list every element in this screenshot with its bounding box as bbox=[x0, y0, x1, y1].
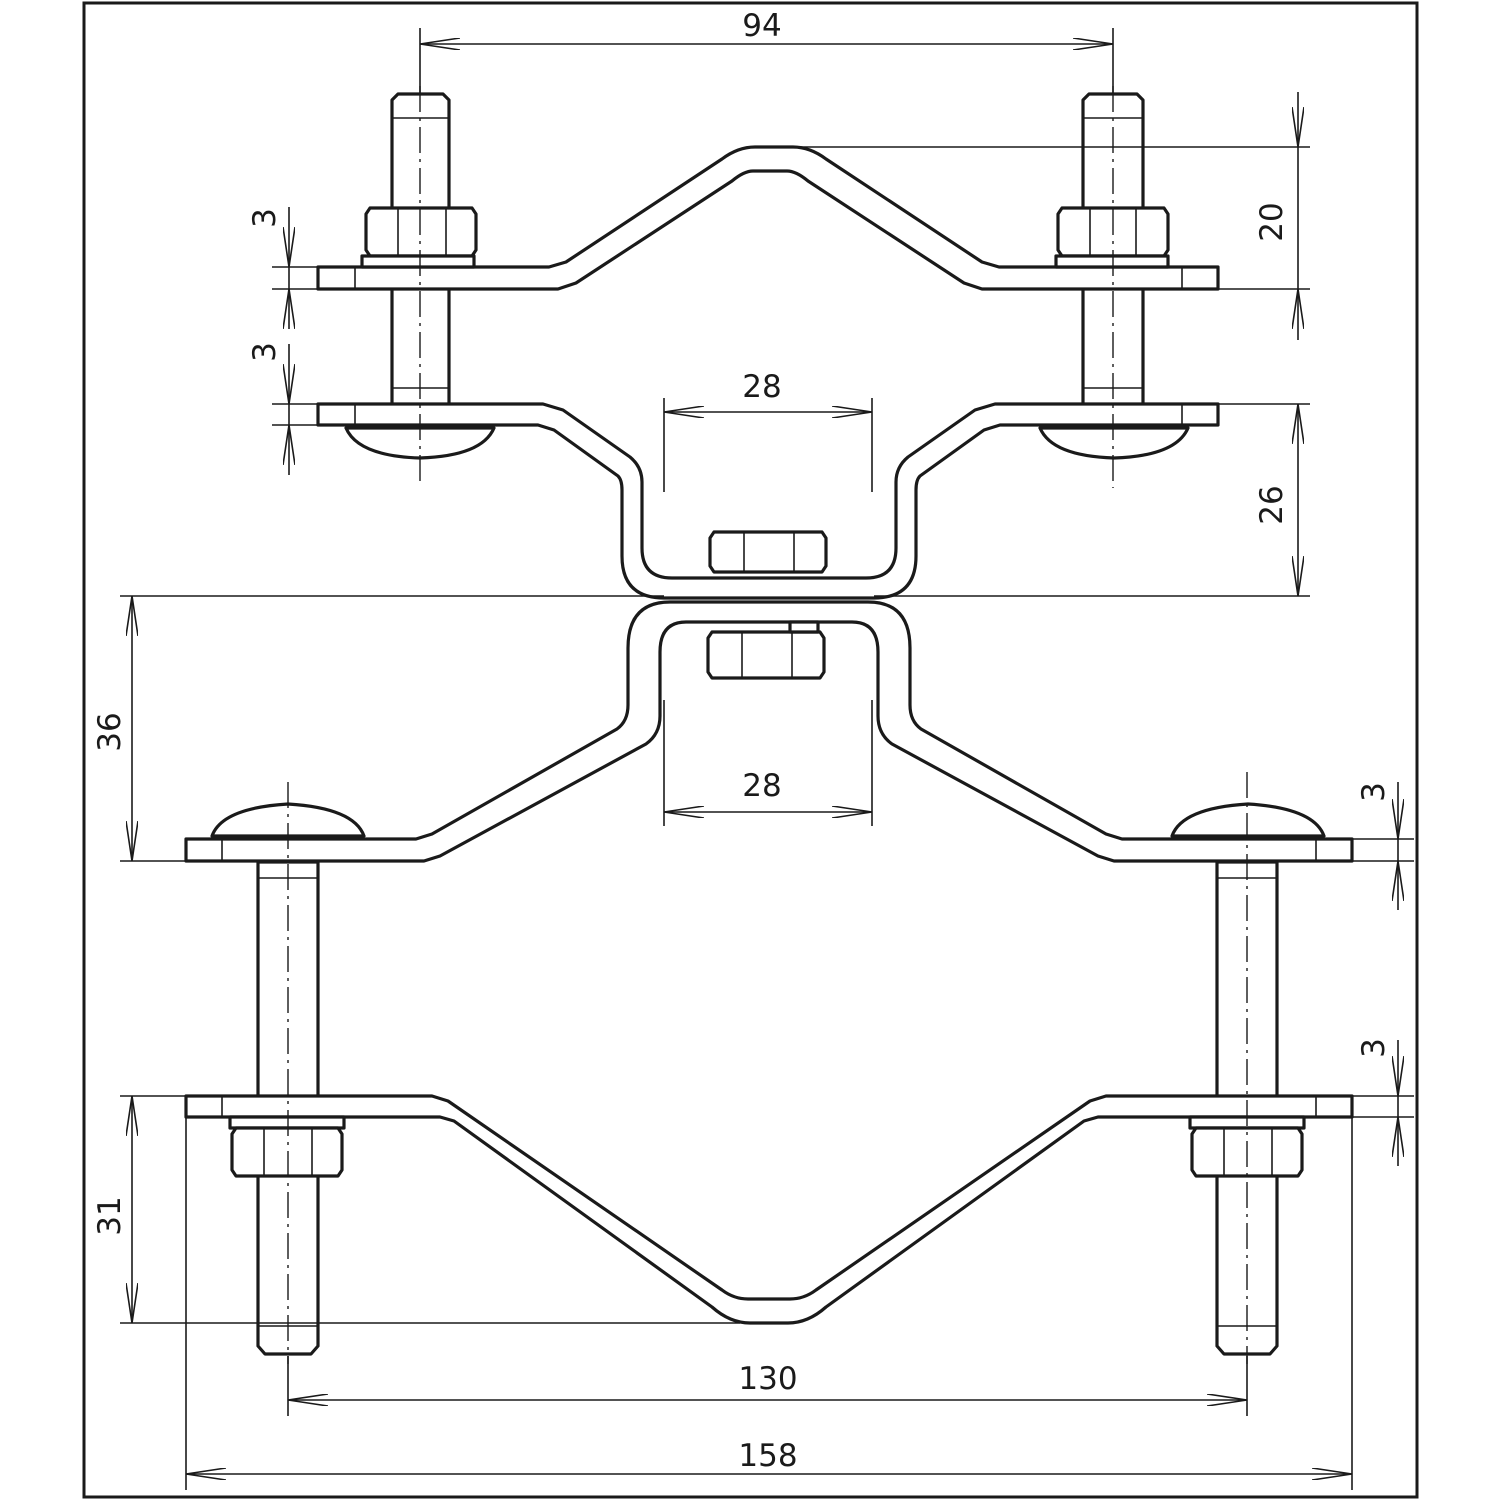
top-center-nut bbox=[708, 530, 828, 574]
top-right-washer bbox=[1054, 254, 1170, 269]
dim-label-28-bottom: 28 bbox=[742, 768, 781, 804]
bottom-right-bolt-head bbox=[1170, 802, 1326, 838]
dim-label-130: 130 bbox=[738, 1361, 797, 1397]
dim-label-31: 31 bbox=[92, 1196, 128, 1235]
dim-label-26: 26 bbox=[1254, 485, 1290, 524]
top-left-washer bbox=[360, 254, 476, 269]
dim-label-20: 20 bbox=[1254, 202, 1290, 241]
dim-label-3-top-lower: 3 bbox=[247, 342, 283, 362]
top-clamp bbox=[316, 86, 1220, 600]
dim-label-3-right-lower: 3 bbox=[1356, 1038, 1392, 1058]
dimension-lines bbox=[120, 28, 1414, 1490]
top-left-nut bbox=[364, 206, 478, 258]
dim-label-158: 158 bbox=[738, 1438, 797, 1474]
drawing-frame bbox=[82, 1, 1419, 1499]
dim-label-94: 94 bbox=[742, 8, 781, 44]
top-right-bolt-head bbox=[1038, 426, 1190, 460]
bottom-left-washer bbox=[228, 1115, 346, 1130]
bottom-lower-strap bbox=[184, 1094, 1354, 1325]
top-lower-strap bbox=[316, 402, 1220, 600]
dim-label-3-top: 3 bbox=[247, 208, 283, 228]
dim-label-28-top: 28 bbox=[742, 369, 781, 405]
bottom-clamp bbox=[184, 600, 1354, 1364]
bottom-left-nut bbox=[230, 1126, 344, 1178]
bottom-center-nut bbox=[706, 630, 826, 680]
dim-label-3-right-upper: 3 bbox=[1356, 782, 1392, 802]
dim-label-36: 36 bbox=[92, 712, 128, 751]
dimension-labels: 94 20 3 3 28 26 36 28 3 3 31 130 158 bbox=[92, 8, 1392, 1474]
